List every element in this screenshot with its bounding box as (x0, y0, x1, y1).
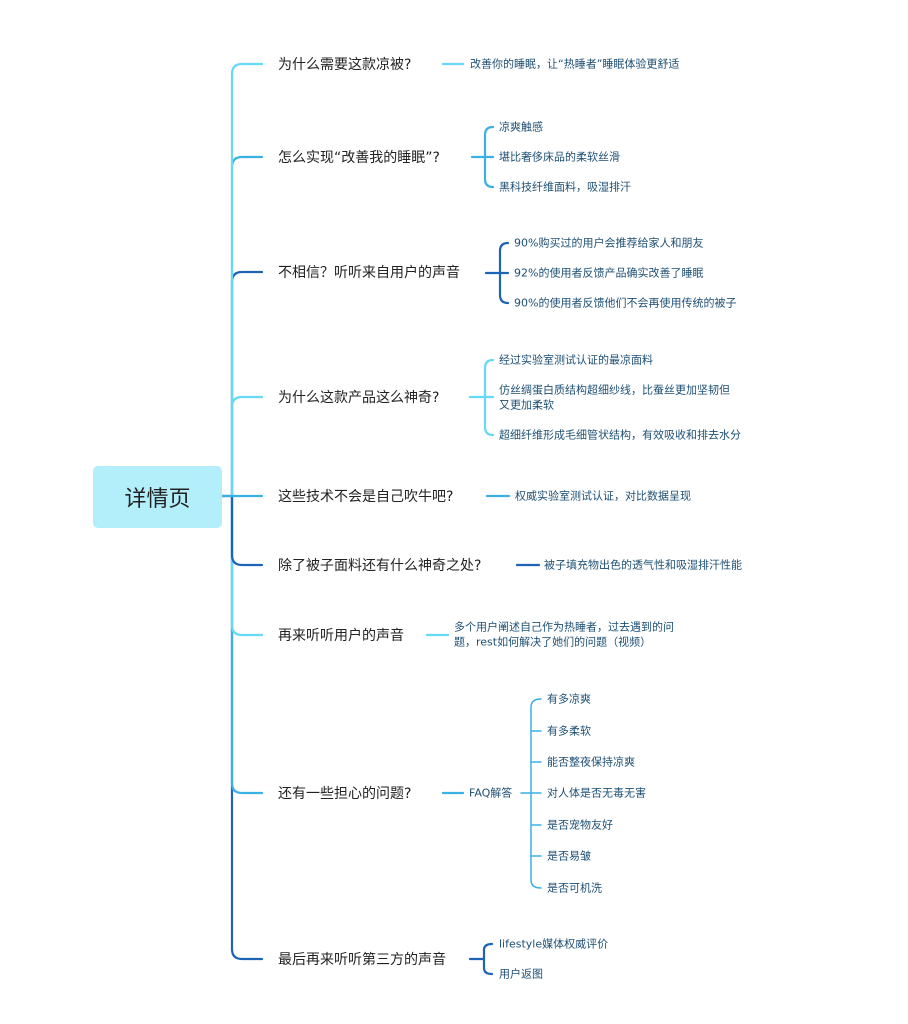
leaf-topic[interactable]: 权威实验室测试认证，对比数据呈现 (515, 489, 691, 503)
leaf-topic[interactable]: 又更加柔软 (499, 398, 554, 412)
leaf-topic[interactable]: 仿丝绸蛋白质结构超细纱线，比蚕丝更加坚韧但 (499, 383, 730, 397)
leaf-topic[interactable]: 超细纤维形成毛细管状结构，有效吸收和排去水分 (499, 428, 741, 442)
leaf-topic[interactable]: 经过实验室测试认证的最凉面料 (499, 353, 653, 367)
leaf-topic[interactable]: 用户返图 (499, 967, 543, 981)
branch-topic[interactable]: 除了被子面料还有什么神奇之处? (278, 558, 482, 574)
leaf-topic[interactable]: 90%购买过的用户会推荐给家人和朋友 (514, 236, 704, 250)
leaf-topic[interactable]: 多个用户阐述自己作为热睡者，过去遇到的问 (454, 620, 674, 634)
leaf-topic[interactable]: 题，rest如何解决了她们的问题（视频） (454, 635, 652, 649)
leaf-topic[interactable]: 凉爽触感 (499, 120, 543, 134)
leaf-topic[interactable]: 是否可机洗 (547, 881, 602, 895)
branch-topic[interactable]: 为什么需要这款凉被? (278, 57, 412, 73)
central-topic[interactable]: 详情页 (93, 466, 222, 528)
branch-topic[interactable]: 这些技术不会是自己吹牛吧? (278, 489, 454, 505)
leaf-topic[interactable]: 堪比奢侈床品的柔软丝滑 (499, 150, 620, 164)
branch-topic[interactable]: 最后再来听听第三方的声音 (278, 952, 446, 968)
leaf-topic[interactable]: 有多柔软 (547, 724, 591, 738)
leaf-topic[interactable]: lifestyle媒体权威评价 (499, 937, 609, 951)
leaf-topic[interactable]: 被子填充物出色的透气性和吸湿排汗性能 (544, 558, 742, 572)
leaf-topic[interactable]: 是否易皱 (547, 849, 591, 863)
branch-topic[interactable]: 不相信？听听来自用户的声音 (278, 265, 460, 281)
leaf-topic[interactable]: 对人体是否无毒无害 (547, 786, 646, 800)
leaf-topic[interactable]: 92%的使用者反馈产品确实改善了睡眠 (514, 266, 704, 280)
branch-topic[interactable]: 再来听听用户的声音 (278, 628, 404, 644)
branch-topic[interactable]: 还有一些担心的问题? (278, 786, 412, 802)
leaf-topic[interactable]: 能否整夜保持凉爽 (547, 755, 635, 769)
leaf-topic[interactable]: 黑科技纤维面料，吸湿排汗 (499, 180, 631, 194)
faq-node[interactable]: FAQ解答 (469, 786, 513, 800)
branch-topic[interactable]: 为什么这款产品这么神奇? (278, 390, 440, 406)
leaf-topic[interactable]: 改善你的睡眠，让“热睡者”睡眠体验更舒适 (470, 57, 680, 71)
branch-topic[interactable]: 怎么实现“改善我的睡眠”? (278, 150, 440, 166)
leaf-topic[interactable]: 90%的使用者反馈他们不会再使用传统的被子 (514, 296, 737, 310)
leaf-topic[interactable]: 有多凉爽 (547, 692, 591, 706)
leaf-topic[interactable]: 是否宠物友好 (547, 818, 613, 832)
